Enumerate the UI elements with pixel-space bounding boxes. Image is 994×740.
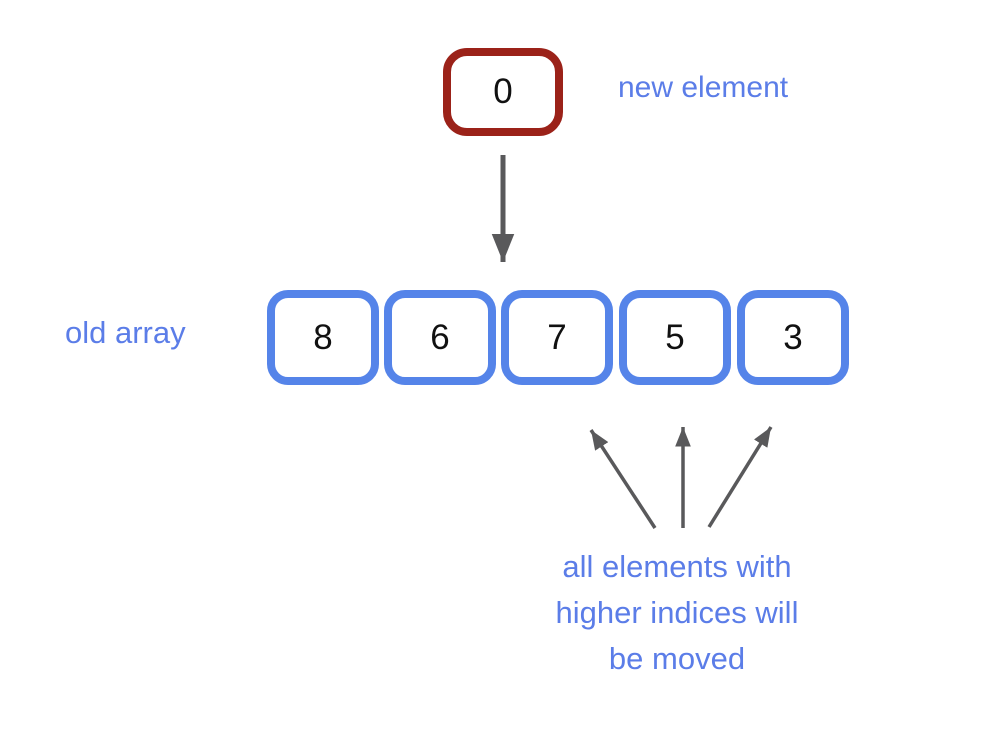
annotation-line: all elements with xyxy=(562,549,792,584)
array-cell-value: 5 xyxy=(665,317,685,357)
array-cell: 3 xyxy=(737,290,849,385)
new-element-label: new element xyxy=(618,71,789,104)
array-cell-value: 3 xyxy=(783,317,803,357)
annotation-line: be moved xyxy=(608,641,746,676)
array-cell: 7 xyxy=(501,290,613,385)
shift-annotation: all elements with higher indices will be… xyxy=(501,544,853,682)
old-array-label: old array xyxy=(65,315,186,350)
array-cell-value: 8 xyxy=(313,317,333,357)
new-element-box: 0 xyxy=(443,48,563,136)
shift-arrow-right-icon xyxy=(707,426,773,528)
shift-arrow-left-icon xyxy=(589,429,657,529)
array-cell: 5 xyxy=(619,290,731,385)
array-cell: 8 xyxy=(267,290,379,385)
annotation-line: higher indices will xyxy=(555,595,799,630)
new-element-value: 0 xyxy=(493,72,513,111)
array-cell-value: 7 xyxy=(547,317,567,357)
array-cell-value: 6 xyxy=(430,317,450,357)
array-cell: 6 xyxy=(384,290,496,385)
